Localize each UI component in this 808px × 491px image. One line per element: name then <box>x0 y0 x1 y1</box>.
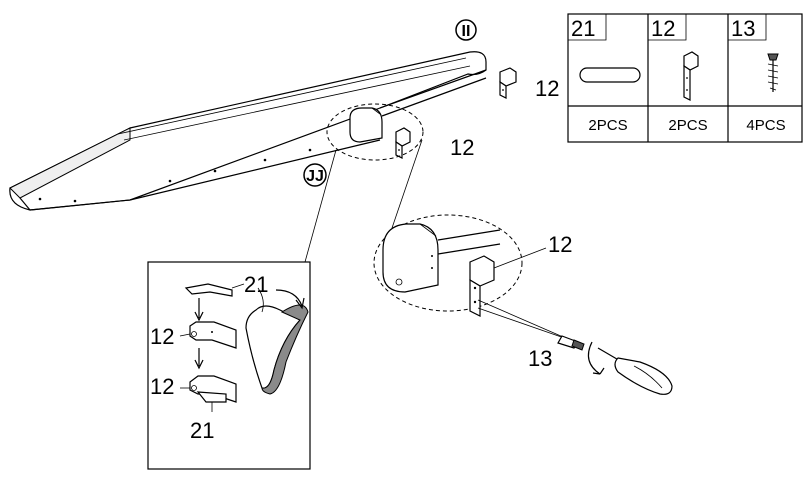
screw-icon <box>767 53 779 92</box>
svg-text:12: 12 <box>651 16 675 41</box>
parts-table-cell-21: 21 2PCS <box>568 14 641 134</box>
inset-leg <box>245 287 309 395</box>
callout-inset-cap-top: 21 <box>244 272 268 297</box>
end-cap-icon <box>579 67 641 83</box>
svg-text:4PCS: 4PCS <box>746 117 785 134</box>
arrow-down-1 <box>194 298 204 322</box>
detail-circle-small <box>326 103 424 161</box>
callout-bracket-zoom: 12 <box>548 232 572 257</box>
svg-text:13: 13 <box>731 16 755 41</box>
main-board <box>9 51 487 211</box>
inset-cap-top <box>184 283 233 297</box>
callout-inset-bracket-top: 12 <box>150 324 174 349</box>
zoom-bracket <box>469 255 495 317</box>
leader-zoom-bracket <box>493 247 547 269</box>
parts-table-cell-12: 12 2PCS <box>648 14 708 134</box>
screw <box>477 299 585 351</box>
parts-table-cell-13: 13 4PCS <box>728 14 786 134</box>
svg-text:2PCS: 2PCS <box>668 117 707 134</box>
detail-circle-large <box>373 214 523 312</box>
leader-to-zoom <box>391 139 423 229</box>
bracket-icon <box>683 51 699 101</box>
callout-bracket-mid: 12 <box>450 135 474 160</box>
edge-holes <box>38 148 312 203</box>
callout-inset-bracket-bottom: 12 <box>150 374 174 399</box>
marker-ii: II <box>455 19 477 41</box>
parts-table: 21 2PCS 12 2PCS 13 4PCS <box>567 13 803 143</box>
svg-text:II: II <box>462 23 471 40</box>
leader-cap-top <box>231 283 245 289</box>
bracket-top <box>499 67 517 99</box>
callout-inset-cap-bottom: 21 <box>190 418 214 443</box>
leader-bracket-top <box>179 333 191 337</box>
screwdriver <box>587 341 673 395</box>
inset-bracket-bottom <box>189 375 237 403</box>
zoom-end-block <box>382 223 501 293</box>
inset-box <box>147 261 311 470</box>
svg-text:JJ: JJ <box>306 168 324 185</box>
inset-bracket-top <box>189 321 237 349</box>
leader-to-inset <box>304 149 337 263</box>
svg-text:21: 21 <box>571 16 595 41</box>
bracket-mid <box>395 127 411 159</box>
svg-text:2PCS: 2PCS <box>588 117 627 134</box>
arrow-down-2 <box>194 348 204 370</box>
marker-jj: JJ <box>303 163 327 187</box>
callout-bracket-top: 12 <box>535 76 559 101</box>
callout-screw-zoom: 13 <box>528 346 552 371</box>
